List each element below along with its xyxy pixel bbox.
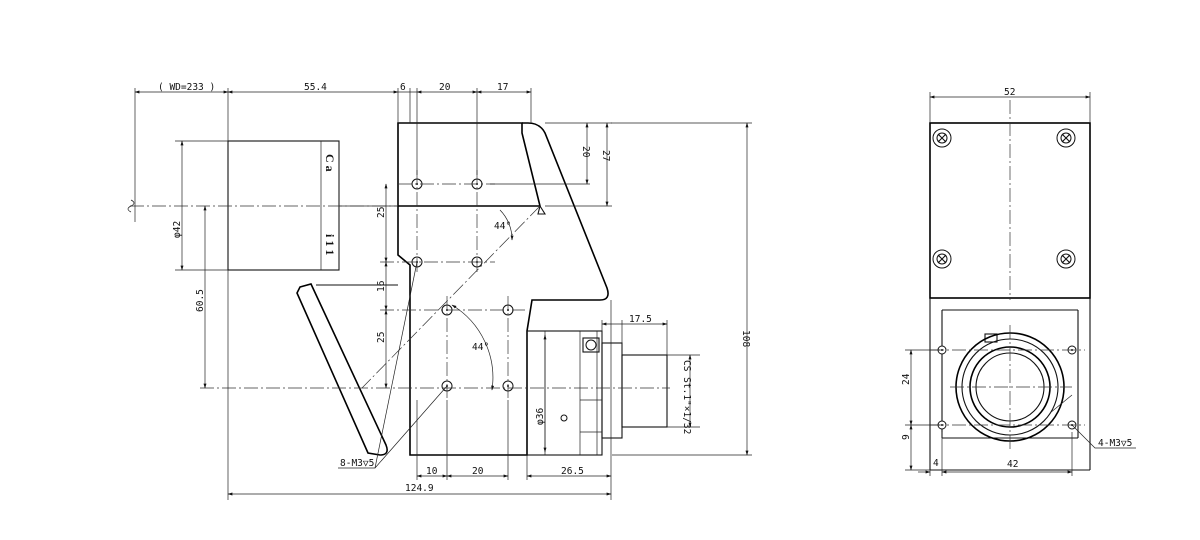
dim-dia-36: φ36 — [535, 408, 546, 425]
front-view: 52 24 9 4 42 4-M3▽5 — [901, 87, 1136, 476]
cover-screws — [932, 128, 1076, 269]
dim-6: 6 — [400, 82, 406, 93]
dim-dia-42: φ42 — [172, 221, 183, 238]
dim-60-5: 60.5 — [195, 289, 206, 312]
camera-body-outline — [397, 122, 542, 207]
dim-108: 108 — [740, 330, 751, 347]
brand-text-b: i 1 1 — [323, 234, 337, 255]
lens-barrel — [227, 140, 340, 271]
dim-17: 17 — [497, 82, 508, 93]
dim-20-right: 20 — [580, 146, 591, 158]
dim-4: 4 — [933, 458, 939, 469]
mirror-plate — [296, 283, 388, 456]
brand-text-a: C a — [323, 154, 337, 172]
dim-25-upper: 25 — [376, 207, 387, 218]
dim-20-top: 20 — [439, 82, 451, 93]
dim-42: 42 — [1007, 459, 1018, 470]
dim-26-5: 26.5 — [561, 466, 584, 477]
dim-27: 27 — [600, 150, 611, 161]
dim-10-bottom: 10 — [426, 466, 438, 477]
side-view: C a i 1 1 — [127, 82, 752, 500]
dim-angle-top: 44° — [494, 221, 511, 232]
dim-52: 52 — [1004, 87, 1015, 98]
dim-124-9: 124.9 — [405, 483, 434, 494]
screw-note-side: 8-M3▽5 — [340, 458, 374, 469]
screw-note-front: 4-M3▽5 — [1098, 438, 1132, 449]
dim-55-4: 55.4 — [304, 82, 327, 93]
dim-wd: ( WD=233 ) — [158, 82, 215, 93]
dim-angle-mid: 44° — [472, 342, 489, 353]
dim-16: 16 — [376, 280, 387, 292]
dim-9: 9 — [901, 434, 912, 440]
dim-25-lower: 25 — [376, 332, 387, 343]
dim-17-5: 17.5 — [629, 314, 652, 325]
dim-20-bottom: 20 — [472, 466, 484, 477]
dim-24: 24 — [901, 373, 912, 385]
dim-thread: CS St.1"×1/32 — [681, 360, 692, 434]
